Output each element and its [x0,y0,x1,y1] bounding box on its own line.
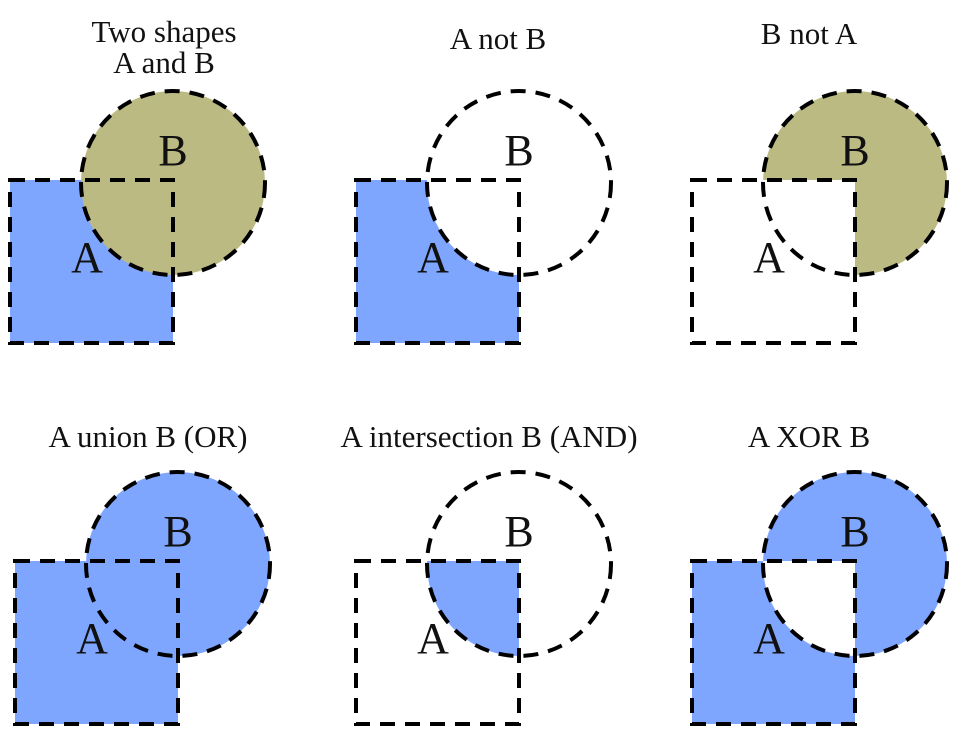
panel-caption: B not A [761,16,858,51]
square-a-outline [354,559,521,726]
union-circle-fill [86,472,270,656]
circle-b-fill [81,91,265,275]
circle-b-outline [425,470,613,658]
square-a-outline [690,178,857,345]
xor-circle-fill [763,472,947,656]
a-not-b-fill [356,180,519,343]
shape-label-b: B [504,126,533,175]
circle-b-outline [761,470,949,658]
shape-label-a: A [417,614,449,663]
shape-label-a: A [753,614,785,663]
shape-label-b: B [840,507,869,556]
b-not-a-fill [763,91,947,275]
shape-label-a: A [753,233,785,282]
shape-label-a: A [71,233,103,282]
panel-caption: A intersection B (AND) [340,419,637,454]
square-a-outline [690,559,857,726]
circle-b-outline [425,89,613,277]
panel-union: A union B (OR) A B [13,419,272,726]
panel-caption: A XOR B [748,419,870,454]
shape-label-b: B [504,507,533,556]
panel-b-not-a: B not A A B [690,16,949,345]
shape-label-b: B [163,507,192,556]
circle-b-outline [761,89,949,277]
square-a-outline [8,178,175,345]
panel-two-shapes: Two shapes A and B A B [8,14,267,345]
panel-caption: A union B (OR) [49,419,248,454]
intersection-fill [427,561,519,656]
square-a-outline [13,559,180,726]
circle-b-outline [79,89,267,277]
shape-label-b: B [840,126,869,175]
panel-xor: A XOR B A B [690,419,949,726]
panel-a-not-b: A not B A B [354,21,613,345]
panel-caption: A not B [450,21,546,56]
shape-label-a: A [417,233,449,282]
panel-caption-line-1: Two shapes [91,14,236,49]
circle-b-outline [84,470,272,658]
panel-caption-line-2: A and B [113,45,215,80]
shape-label-a: A [76,614,108,663]
panel-intersection: A intersection B (AND) A B [340,419,638,726]
square-a-outline [354,178,521,345]
shape-label-b: B [158,126,187,175]
